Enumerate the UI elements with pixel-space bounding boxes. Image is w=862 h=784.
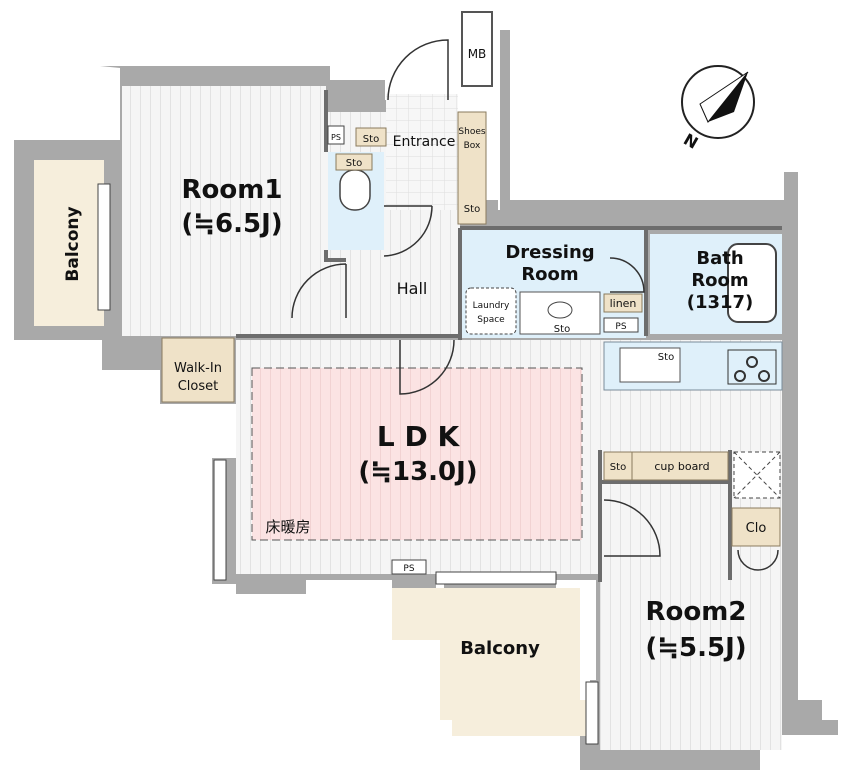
sto-label-cupboard: Sto — [610, 462, 626, 473]
mb-label: MB — [468, 47, 487, 61]
ps-boxes — [327, 125, 639, 575]
storage-kitchen — [603, 451, 633, 481]
laundry-space — [465, 287, 517, 335]
laundry-line2: Space — [477, 315, 505, 325]
cupboard-label: cup board — [654, 460, 709, 473]
mb-box — [461, 11, 493, 87]
walk-in-closet-line1: Walk-In — [174, 361, 222, 376]
ps-label-ldk: PS — [403, 564, 414, 574]
hall-label: Hall — [397, 279, 428, 298]
sto-label-entrance: Sto — [363, 134, 379, 145]
walk-in-closet-line2: Closet — [178, 379, 219, 394]
balcony-left-label: Balcony — [63, 206, 83, 281]
washbasin — [519, 291, 601, 335]
entrance-floor — [386, 94, 458, 210]
ps-label-entrance: PS — [331, 133, 341, 142]
kitchen-sink — [619, 347, 681, 383]
sto-label-kitchen: Sto — [658, 352, 674, 363]
shoes-box-line2: Box — [464, 141, 481, 151]
sto-label-toilet: Sto — [346, 158, 362, 169]
shoes-box — [457, 111, 487, 225]
balcony-left-floor — [34, 160, 104, 326]
interior-walls — [236, 90, 782, 582]
room2-size: (≒5.5J) — [645, 633, 746, 663]
storage-toilet — [335, 153, 373, 171]
bath-room-line3: (1317) — [687, 292, 754, 313]
windows — [97, 183, 599, 745]
compass-icon — [681, 65, 755, 139]
storage-entrance — [355, 127, 387, 147]
floor-heating-zone — [251, 367, 583, 541]
linen-shelf — [603, 293, 643, 313]
bath-room-line2: Room — [691, 270, 748, 291]
ldk-name: L D K — [377, 420, 461, 453]
bath-room-line1: Bath — [696, 248, 743, 269]
dressing-room-line1: Dressing — [505, 242, 594, 263]
floor-heating-label: 床暖房 — [265, 518, 310, 536]
room2-closet — [731, 507, 781, 547]
room1-floor — [122, 86, 326, 336]
balcony-bottom-floor — [392, 588, 586, 736]
bathtub — [727, 243, 777, 323]
toilet-bowl — [339, 169, 371, 211]
laundry-line1: Laundry — [473, 301, 510, 311]
dressing-room-line2: Room — [521, 264, 578, 285]
walk-in-closet — [161, 337, 235, 403]
sto-label-shoes: Sto — [464, 204, 480, 215]
doors — [291, 39, 779, 571]
room2-name: Room2 — [646, 597, 747, 627]
stove — [727, 349, 777, 385]
room1-name: Room1 — [182, 175, 283, 205]
ldk-size: (≒13.0J) — [358, 457, 477, 487]
balcony-bottom-label: Balcony — [460, 638, 540, 659]
entrance-label: Entrance — [393, 134, 456, 150]
shoes-box-line1: Shoes — [458, 127, 485, 137]
linen-label: linen — [610, 297, 637, 310]
fridge-cross — [733, 451, 781, 499]
cupboard — [631, 451, 729, 481]
sto-label-dressing: Sto — [554, 324, 570, 335]
clo-label: Clo — [746, 521, 767, 536]
room1-size: (≒6.5J) — [181, 209, 282, 239]
ps-label-dressing: PS — [615, 322, 626, 332]
washbasin-bowl — [547, 301, 573, 319]
